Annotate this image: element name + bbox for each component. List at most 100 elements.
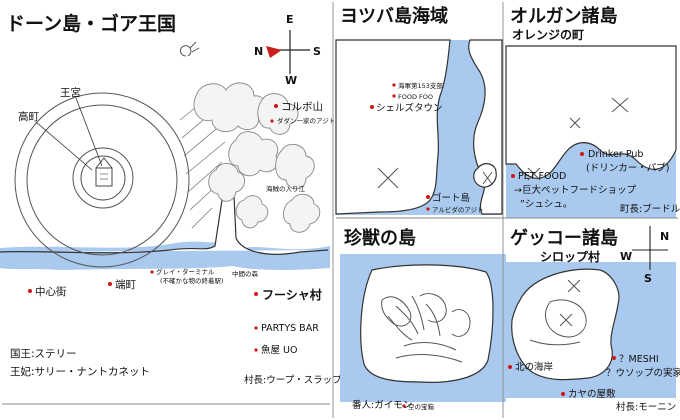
x-mark-icon-3 — [611, 97, 629, 113]
label-drinker-pub-kana: (ドリンカー・パブ) — [586, 162, 669, 174]
yotsuba-title: ヨツバ島海域 — [340, 5, 448, 27]
yotsuba-markers — [370, 83, 430, 211]
marker-fuchsia — [254, 292, 258, 296]
label-treasure: 空の宝箱 — [408, 402, 435, 411]
label-dadan: ダダン一家のアジト — [277, 116, 335, 125]
marker-partys-bar — [254, 326, 258, 330]
gecko-compass: N W S — [620, 226, 669, 285]
label-inlet: 海賊の入り江 — [266, 184, 306, 193]
label-central: 中心街 — [35, 285, 67, 298]
organ-markers — [511, 152, 584, 178]
marker-drinker-pub — [580, 152, 584, 156]
gecko-scribbles — [529, 279, 587, 346]
label-alvida: アルビダのアジト — [432, 205, 484, 214]
label-royal-palace: 王宮 — [60, 86, 81, 99]
marker-kaya — [561, 392, 565, 396]
label-pet-food: PET FOOD — [518, 171, 566, 182]
outer-wall-inner — [26, 104, 178, 256]
label-king: 国王:ステリー — [10, 348, 77, 360]
x-mark-icon-5 — [527, 167, 541, 181]
gecko-markers — [508, 356, 616, 396]
label-navy: 海軍第153支部 — [398, 81, 443, 90]
gecko-compass-n: N — [660, 230, 669, 243]
label-goat-island: ゴート島 — [432, 192, 470, 204]
label-organ-mayor: 町長:ブードル — [620, 203, 680, 215]
label-north-coast: 北の海岸 — [515, 361, 554, 373]
gecko-subtitle: シロップ村 — [540, 249, 600, 264]
outer-wall — [14, 92, 190, 268]
dawn-markers — [28, 104, 278, 352]
label-corbo: コルボ山 — [281, 101, 323, 113]
yotsuba-map: ヨツバ島海域 海軍第153支部 FOOD FOO シェルズタウン ゴート島 アル… — [335, 5, 503, 215]
compass-n: N — [254, 45, 263, 58]
label-usopp-home: ？ウソップの実家 — [606, 367, 680, 379]
label-drinker-pub: Drinker Pub — [588, 149, 643, 160]
label-edge-town: 端町 — [115, 278, 136, 291]
dawn-title: ドーン島・ゴア王国 — [6, 12, 176, 35]
label-pet-food-shop: →巨大ペットフードショップ — [514, 184, 636, 196]
corbo-forest — [193, 82, 321, 233]
marker-pet-food — [511, 174, 515, 178]
organ-title: オルガン諸島 — [510, 5, 617, 27]
label-middle-forest: 中間の森 — [232, 269, 259, 278]
marker-goat-island — [426, 195, 430, 199]
organ-island — [505, 45, 677, 179]
marker-navy — [392, 83, 396, 87]
label-high-town: 高町 — [18, 110, 39, 123]
marker-corbo — [274, 104, 278, 108]
marker-food-foo — [392, 94, 396, 98]
marker-treasure — [402, 404, 406, 408]
inner-wall-inner — [80, 155, 126, 201]
label-gecko-mayor: 村長:モーニン — [616, 401, 676, 413]
marker-grey-terminal — [150, 270, 154, 274]
label-grey-terminal-sub: (不確かな物の終着駅) — [160, 276, 224, 285]
x-mark-icon-4 — [569, 117, 581, 129]
chinju-map: 珍獣の島 番人:ガイモン 空の宝箱 — [340, 227, 506, 411]
organ-subtitle: オレンジの町 — [512, 28, 584, 42]
label-guard: 番人:ガイモン — [352, 399, 412, 411]
dawn-island-map: E N S W ドーン島・ゴア王国 王宮 高町 コルボ山 ダダン一家のアジト 海… — [0, 12, 342, 386]
label-meshi: ？MESHI — [619, 354, 659, 365]
swirl-icon — [179, 41, 200, 57]
gecko-compass-s: S — [644, 272, 652, 285]
label-kaya: カヤの屋敷 — [568, 388, 616, 400]
marker-dadan — [270, 119, 274, 123]
chinju-markers — [402, 404, 406, 408]
gecko-compass-w: W — [620, 250, 632, 263]
label-shushu: ”シュシュ。 — [520, 199, 572, 210]
chinju-scribbles — [381, 293, 471, 363]
marker-alvida — [426, 207, 430, 211]
marker-fish-shop — [254, 348, 258, 352]
label-queen: 王妃:サリー・ナントカネット — [10, 365, 150, 378]
yotsuba-mainland — [335, 39, 451, 215]
marker-shells-town — [370, 105, 374, 109]
chinju-title: 珍獣の島 — [344, 227, 416, 249]
gecko-island — [511, 268, 620, 381]
marker-north-coast — [508, 365, 512, 369]
marker-meshi — [612, 356, 616, 360]
compass-w: W — [285, 74, 297, 87]
gecko-title: ゲッコー諸島 — [510, 227, 618, 249]
marker-edge-town — [108, 282, 112, 286]
x-mark-icon-2 — [482, 171, 493, 185]
label-dawn-mayor: 村長:ウープ・スラップ — [244, 374, 342, 386]
x-mark-icon — [377, 167, 399, 189]
marker-central — [28, 289, 32, 293]
label-fish-shop: 魚屋 UO — [261, 344, 297, 356]
compass-needle-icon — [266, 46, 282, 58]
organ-map: オルガン諸島 オレンジの町 Drinker Pub (ドリンカー・パブ) PET… — [505, 5, 680, 218]
dawn-leader-lines — [35, 97, 103, 171]
compass-s: S — [313, 45, 321, 58]
compass-e: E — [286, 13, 294, 26]
label-fuchsia: フーシャ村 — [262, 287, 322, 302]
label-shells-town: シェルズタウン — [376, 102, 443, 114]
inner-wall — [72, 147, 134, 209]
label-food-foo: FOOD FOO — [398, 93, 433, 101]
label-partys-bar: PARTYS BAR — [261, 323, 319, 334]
grey-terminal-hatching — [179, 99, 226, 229]
chinju-island — [360, 264, 494, 383]
dawn-compass: E N S W — [254, 13, 321, 87]
